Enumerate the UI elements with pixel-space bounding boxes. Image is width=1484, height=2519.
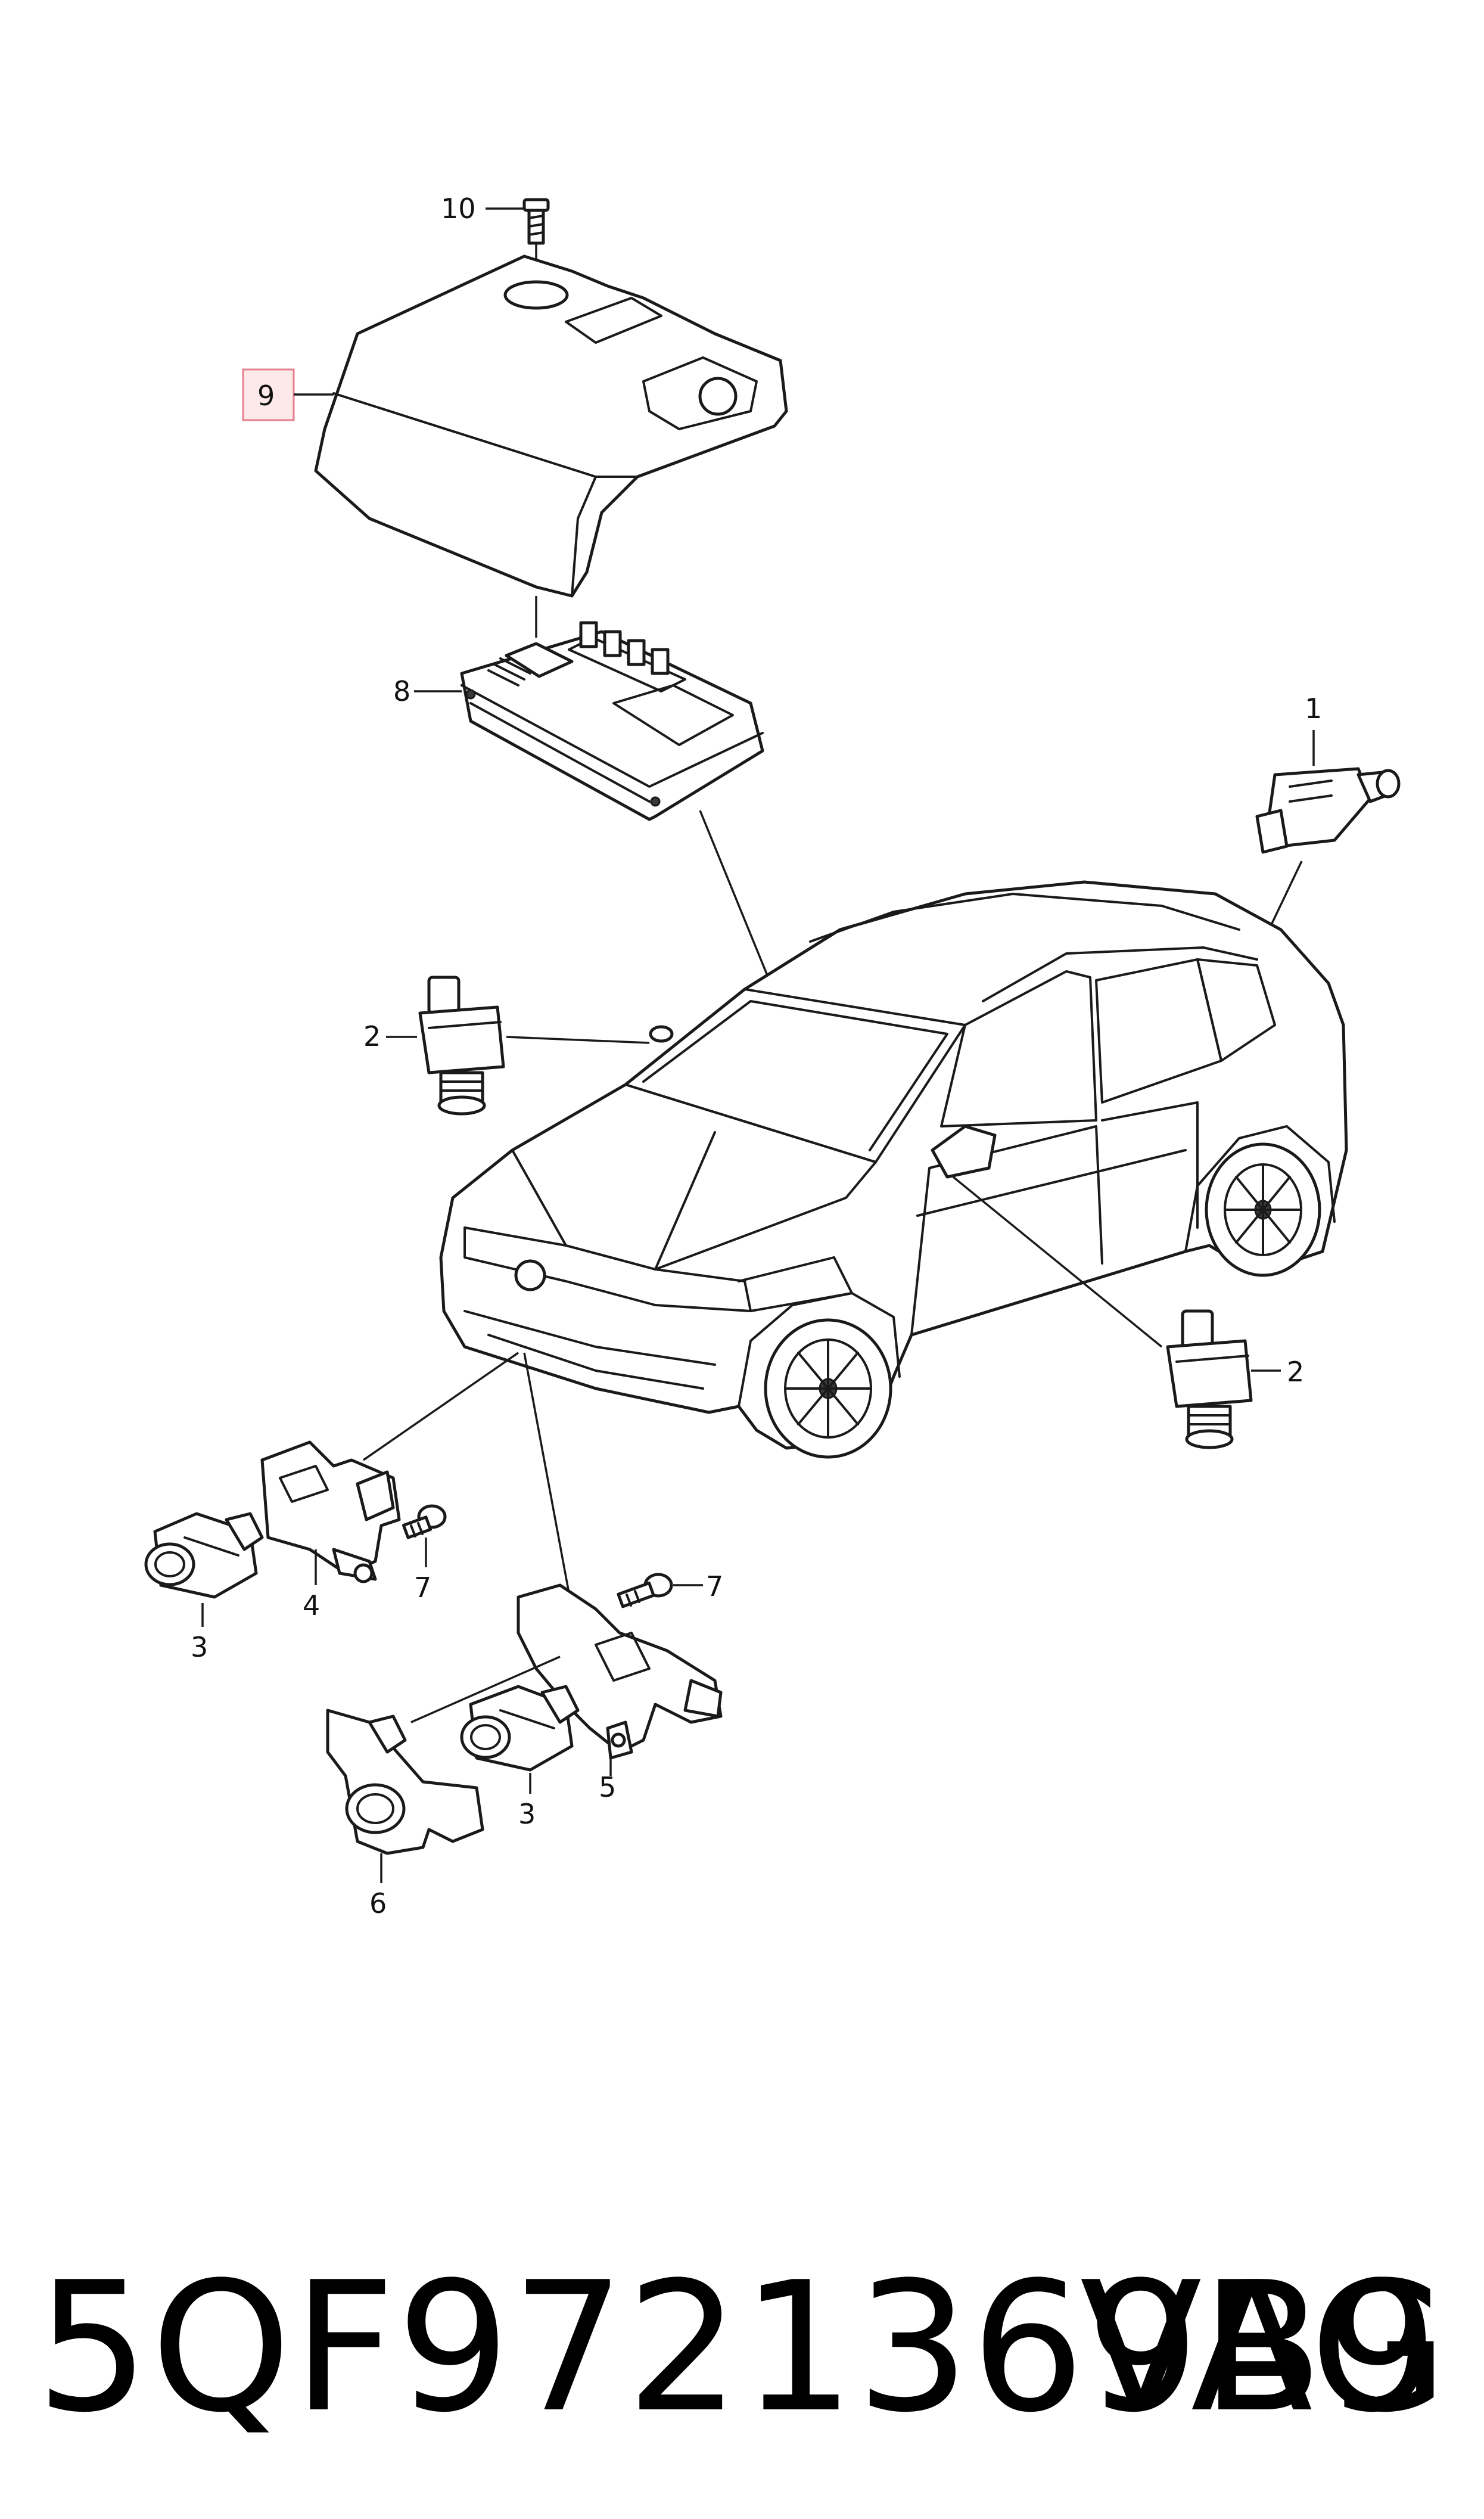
- part-1-sensor: 1: [1255, 692, 1401, 930]
- callout-10: 10: [441, 192, 476, 225]
- part-7-screw-right: 7: [617, 1570, 723, 1608]
- callout-7-right: 7: [706, 1570, 723, 1602]
- callout-6: 6: [369, 1887, 387, 1919]
- part-10-screw: 10: [441, 192, 550, 280]
- callout-9: 9: [257, 380, 275, 412]
- part-7-screw-left: 7: [402, 1504, 447, 1604]
- vehicle-outline: [439, 880, 1348, 1459]
- callout-5: 5: [599, 1771, 616, 1803]
- callout-3-center: 3: [518, 1798, 536, 1830]
- part-3-sensor-center: 3: [410, 1655, 580, 1830]
- part-9-cover: 9: [242, 254, 788, 638]
- callout-2-left: 2: [363, 1020, 381, 1052]
- brand-label: VAG: [1079, 2244, 1448, 2452]
- part-4-bracket: 4: [260, 1440, 401, 1622]
- part-5-bracket: 5: [517, 1583, 723, 1803]
- part-6-mounting-plate: 6: [326, 1709, 484, 1919]
- callout-4: 4: [303, 1589, 320, 1622]
- callout-3-left: 3: [191, 1631, 208, 1663]
- part-2-sensor-left: 2: [363, 976, 650, 1116]
- callout-1: 1: [1305, 692, 1322, 725]
- part-3-sensor-left: 3: [144, 1512, 264, 1663]
- part-8-control-unit: 8: [393, 621, 847, 1169]
- callout-7-left: 7: [414, 1571, 431, 1604]
- callout-2-right: 2: [1287, 1356, 1304, 1388]
- part-number: 5QF9721369B9: [36, 2244, 1440, 2452]
- callout-8: 8: [393, 675, 410, 707]
- parts-diagram: 10 9 8 1: [144, 192, 1401, 1919]
- part-2-sensor-right: 2: [1166, 1309, 1304, 1449]
- footer: 5QF9721369B9 VAG: [0, 2241, 1484, 2455]
- callout-9-highlight: [242, 368, 295, 421]
